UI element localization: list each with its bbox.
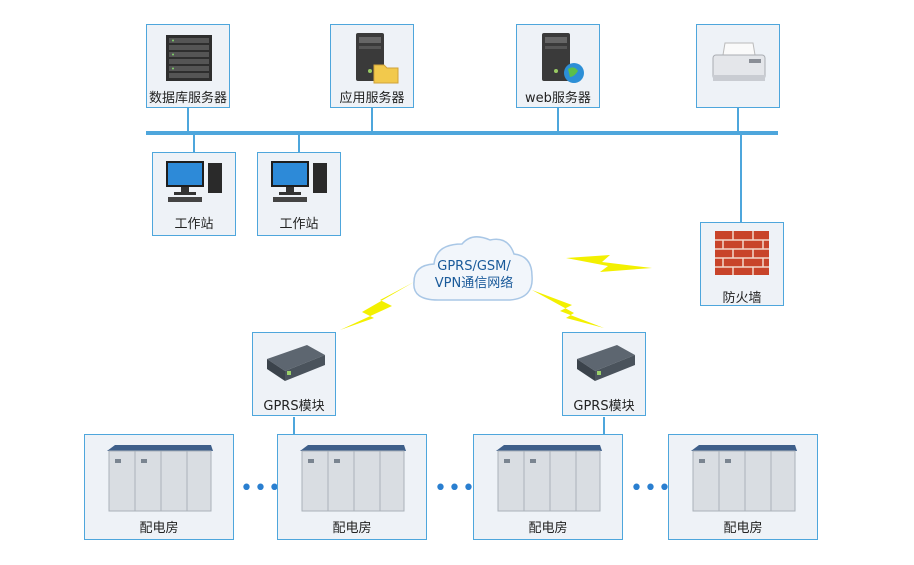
network-label-line2: VPN通信网络 <box>434 276 514 291</box>
printer-node[interactable] <box>696 24 780 108</box>
ellipsis-1: ••• <box>240 476 282 501</box>
gprs-modem-icon <box>267 345 325 381</box>
desktop-computer-icon <box>271 161 327 202</box>
substation-cabinet-icon <box>691 445 797 512</box>
gprs-modem-icon <box>577 345 635 381</box>
cloud-icon <box>413 236 533 301</box>
gprs-module-node-2[interactable]: GPRS模块 <box>562 332 646 416</box>
network-label-line1: GPRS/GSM/ <box>437 259 511 274</box>
workstation-label-1: 工作站 <box>174 217 214 232</box>
workstation-node-2[interactable]: 工作站 <box>257 152 341 236</box>
substation-node-2[interactable]: 配电房 <box>277 434 427 540</box>
server-globe-icon <box>542 33 584 83</box>
substation-label-2: 配电房 <box>332 521 372 536</box>
brick-wall-icon <box>715 231 769 275</box>
wireless-link-right <box>532 290 604 328</box>
gprs-module-label-1: GPRS模块 <box>263 399 325 414</box>
substation-label-3: 配电房 <box>528 521 568 536</box>
ellipsis-3: ••• <box>630 476 672 501</box>
substation-label-1: 配电房 <box>139 521 179 536</box>
ellipsis-2: ••• <box>434 476 476 501</box>
web-server-label: web服务器 <box>525 91 591 106</box>
network-cloud-label: GPRS/GSM/ VPN通信网络 <box>424 258 524 292</box>
printer-icon <box>712 42 766 81</box>
firewall-label: 防火墙 <box>722 291 762 306</box>
substation-node-1[interactable]: 配电房 <box>84 434 234 540</box>
substation-node-3[interactable]: 配电房 <box>473 434 623 540</box>
server-folder-icon <box>356 33 399 84</box>
wireless-link-left <box>340 282 414 330</box>
firewall-node[interactable]: 防火墙 <box>700 222 784 306</box>
substation-cabinet-icon <box>107 445 213 512</box>
db-server-node[interactable]: 数据库服务器 <box>146 24 230 108</box>
workstation-label-2: 工作站 <box>279 217 319 232</box>
app-server-label: 应用服务器 <box>339 91 405 106</box>
gprs-module-label-2: GPRS模块 <box>573 399 635 414</box>
substation-node-4[interactable]: 配电房 <box>668 434 818 540</box>
wireless-link-firewall <box>566 255 652 272</box>
workstation-node-1[interactable]: 工作站 <box>152 152 236 236</box>
web-server-node[interactable]: web服务器 <box>516 24 600 108</box>
rack-server-icon <box>166 35 212 81</box>
db-server-label: 数据库服务器 <box>148 91 227 106</box>
substation-cabinet-icon <box>300 445 406 512</box>
app-server-node[interactable]: 应用服务器 <box>330 24 414 108</box>
gprs-module-node-1[interactable]: GPRS模块 <box>252 332 336 416</box>
substation-cabinet-icon <box>496 445 602 512</box>
substation-label-4: 配电房 <box>723 521 763 536</box>
desktop-computer-icon <box>166 161 222 202</box>
